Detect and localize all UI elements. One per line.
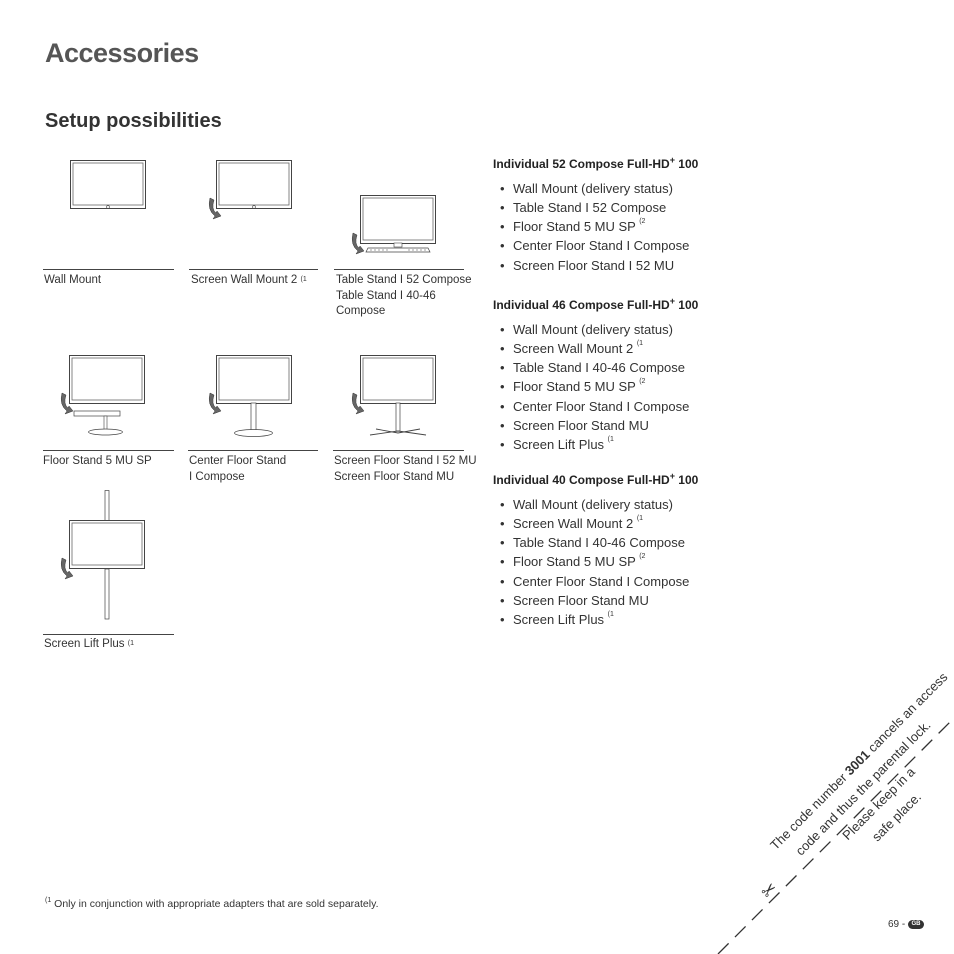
figure-caption: Floor Stand 5 MU SP	[43, 454, 152, 470]
screen-wall-mount-illustration	[205, 160, 300, 220]
list-item: •Screen Wall Mount 2 (1	[500, 515, 644, 531]
section-heading: Setup possibilities	[45, 110, 222, 132]
figure-caption: Table Stand I 52 Compose Table Stand I 4…	[336, 273, 472, 320]
caption-line: Center Floor Stand	[189, 455, 287, 467]
list-item: •Wall Mount (delivery status)	[500, 322, 673, 337]
page-number: 69 - GB	[888, 919, 925, 930]
list-item: •Wall Mount (delivery status)	[500, 181, 673, 196]
wall-mount-illustration	[70, 160, 150, 220]
page-title: Accessories	[45, 38, 199, 68]
list-item: •Center Floor Stand I Compose	[500, 238, 690, 253]
list-item: •Floor Stand 5 MU SP (2	[500, 553, 646, 569]
caption-rule	[189, 269, 318, 270]
section-title: Individual 40 Compose Full-HD+ 100	[493, 471, 699, 487]
footnote-ref: (1	[127, 640, 134, 647]
list-item: •Table Stand I 52 Compose	[500, 200, 667, 215]
section-title: Individual 52 Compose Full-HD+ 100	[493, 155, 699, 171]
list-item: •Screen Floor Stand MU	[500, 593, 649, 608]
figure-caption: Center Floor Stand I Compose	[189, 454, 286, 485]
list-item: •Screen Lift Plus (1	[500, 611, 614, 627]
language-badge: GB	[908, 919, 925, 929]
caption-line: Screen Floor Stand I 52 MU	[334, 455, 477, 467]
list-item: •Center Floor Stand I Compose	[500, 574, 690, 589]
caption-line: Screen Floor Stand MU	[334, 470, 455, 483]
caption-rule	[43, 450, 174, 451]
figure-caption: Screen Floor Stand I 52 MU Screen Floor …	[334, 454, 477, 485]
caption-line: Compose	[336, 305, 386, 317]
caption-line: Table Stand I 52 Compose	[336, 274, 472, 286]
figure-caption: Wall Mount	[44, 273, 101, 289]
caption-rule	[333, 450, 464, 451]
list-item: •Screen Floor Stand MU	[500, 418, 649, 433]
caption-rule	[188, 450, 318, 451]
floor-stand-5-mu-sp-illustration	[57, 355, 152, 440]
table-stand-illustration	[348, 195, 443, 260]
caption-rule	[43, 634, 174, 635]
list-item: •Screen Wall Mount 2 (1	[500, 340, 644, 356]
footnote: (1 Only in conjunction with appropriate …	[45, 897, 379, 910]
list-item: •Floor Stand 5 MU SP (2	[500, 218, 646, 234]
caption-line: I Compose	[189, 470, 245, 483]
list-item: •Floor Stand 5 MU SP (2	[500, 378, 646, 394]
caption-rule	[334, 269, 464, 270]
caption-line: Screen Wall Mount 2	[191, 274, 298, 286]
caption-rule	[43, 269, 174, 270]
list-item: •Screen Lift Plus (1	[500, 436, 614, 452]
list-item: •Screen Floor Stand I 52 MU	[500, 258, 675, 273]
caption-line: Screen Lift Plus	[44, 638, 125, 650]
list-item: •Center Floor Stand I Compose	[500, 399, 690, 414]
caption-line: Table Stand I 40-46	[336, 289, 436, 302]
list-item: •Wall Mount (delivery status)	[500, 497, 673, 512]
figure-caption: Screen Wall Mount 2 (1	[191, 273, 307, 289]
caption-line: Wall Mount	[44, 274, 102, 286]
figure-caption: Screen Lift Plus (1	[44, 637, 134, 653]
screen-floor-stand-illustration	[348, 355, 443, 440]
list-item: •Table Stand I 40-46 Compose	[500, 360, 685, 375]
list-item: •Table Stand I 40-46 Compose	[500, 535, 685, 550]
screen-lift-plus-illustration	[57, 490, 152, 625]
footnote-ref: (1	[300, 276, 307, 283]
center-floor-stand-illustration	[205, 355, 300, 440]
section-title: Individual 46 Compose Full-HD+ 100	[493, 296, 699, 312]
caption-line: Floor Stand 5 MU SP	[43, 455, 152, 467]
